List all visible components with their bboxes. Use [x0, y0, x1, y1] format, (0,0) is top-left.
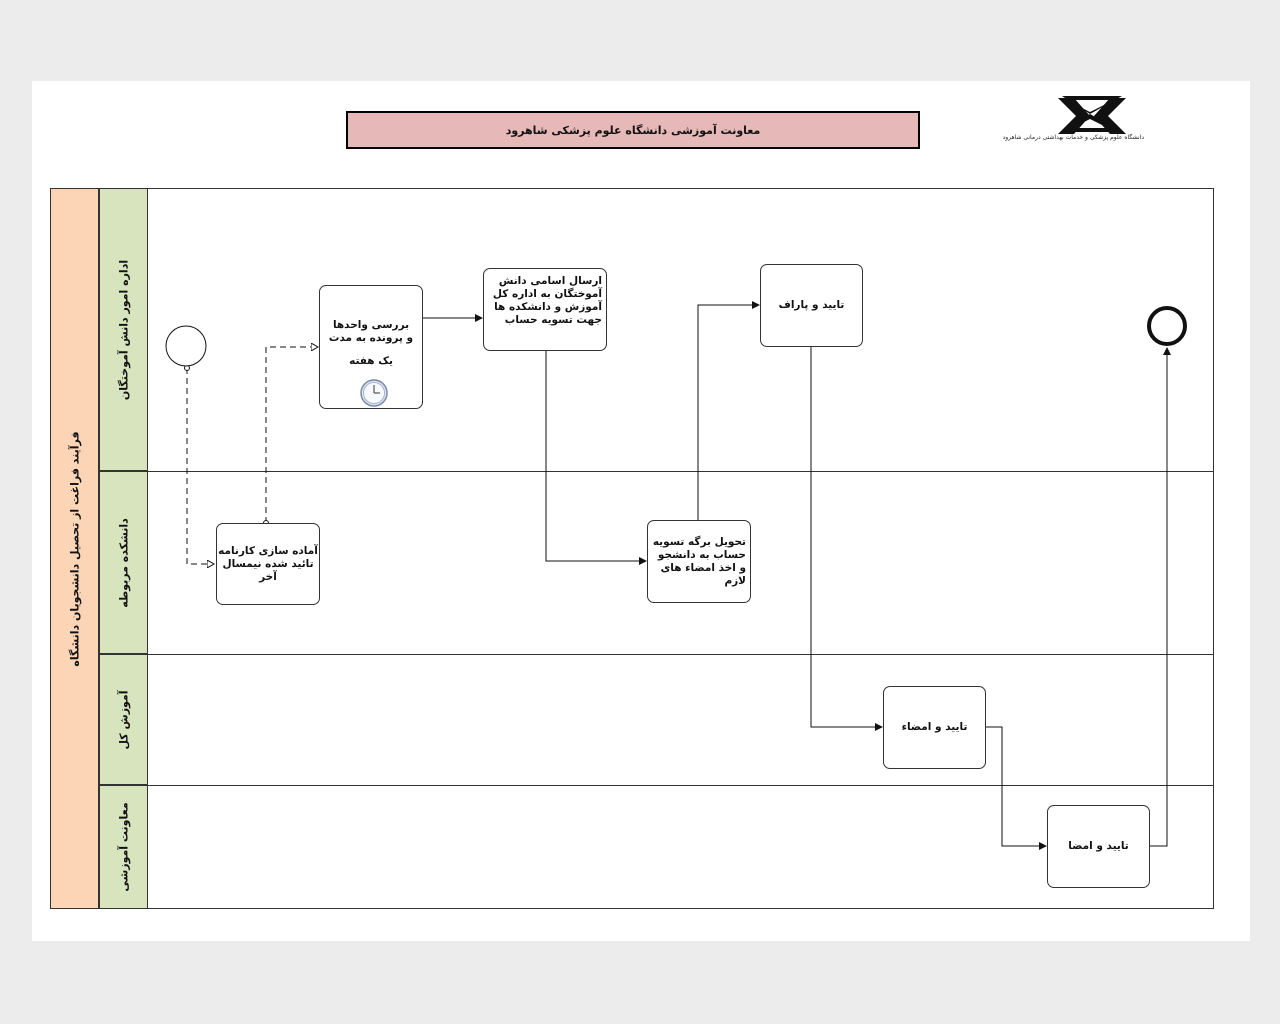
task-label: ارسال اسامی دانش آموختگان به اداره کل آم… [492, 275, 602, 326]
university-logo-icon [1058, 96, 1126, 134]
lane-header-education-deputy: معاونت آموزشی [99, 785, 148, 909]
task-label: تایید و امضاء [901, 721, 968, 733]
task-approve-sign-deputy: تایید و امضا [1047, 805, 1150, 888]
end-event-icon [1147, 306, 1187, 346]
task-label: آماده سازی کارنامه تائید شده نیمسال آخر [218, 544, 318, 583]
flow-deliver-to-approve [697, 301, 760, 521]
flow-approve-to-sign1 [810, 346, 883, 731]
task-deliver-form: تحویل برگه تسویه حساب به دانشجو و اخذ ام… [647, 520, 751, 603]
logo-caption: دانشگاه علوم پزشکی و خدمات بهداشتی درمان… [1002, 134, 1144, 141]
lane-header-general-education: آموزش کل [99, 654, 148, 785]
task-duration-label: یک هفته [349, 355, 393, 367]
message-flow-start-to-prepare [186, 368, 214, 564]
task-prepare-transcript: آماده سازی کارنامه تائید شده نیمسال آخر [216, 523, 320, 605]
start-event-icon [165, 325, 207, 367]
clock-icon [360, 379, 388, 407]
diagram-page [32, 81, 1250, 941]
task-label: بررسی واحدها و پرونده به مدت [328, 319, 414, 344]
task-approve-sign-general: تایید و امضاء [883, 686, 986, 769]
header-title: معاونت آموزشی دانشگاه علوم پزشکی شاهرود [505, 123, 761, 137]
flow-sign2-to-end [1149, 347, 1171, 847]
message-flow-prepare-to-review [265, 347, 318, 523]
task-label: تایید و پاراف [778, 299, 845, 311]
flow-send-to-deliver [545, 350, 647, 565]
flow-sign1-to-sign2 [985, 726, 1047, 850]
pool-header: فرآیند فراغت از تحصیل دانشجویان دانشگاه [50, 188, 99, 909]
task-label: تحویل برگه تسویه حساب به دانشجو و اخذ ام… [652, 535, 746, 587]
task-label: تایید و امضا [1068, 840, 1129, 852]
lane-divider [148, 654, 1214, 655]
lane-divider [148, 785, 1214, 786]
header-title-box: معاونت آموزشی دانشگاه علوم پزشکی شاهرود [346, 111, 920, 149]
lane-divider [148, 471, 1214, 472]
task-approve-initial: تایید و پاراف [760, 264, 863, 347]
lane-header-graduates-affairs: اداره امور دانش آموختگان [99, 188, 148, 471]
task-review-units: بررسی واحدها و پرونده به مدت یک هفته [319, 285, 423, 409]
task-send-names: ارسال اسامی دانش آموختگان به اداره کل آم… [483, 268, 607, 351]
lane-header-faculty: دانشکده مربوطه [99, 471, 148, 654]
